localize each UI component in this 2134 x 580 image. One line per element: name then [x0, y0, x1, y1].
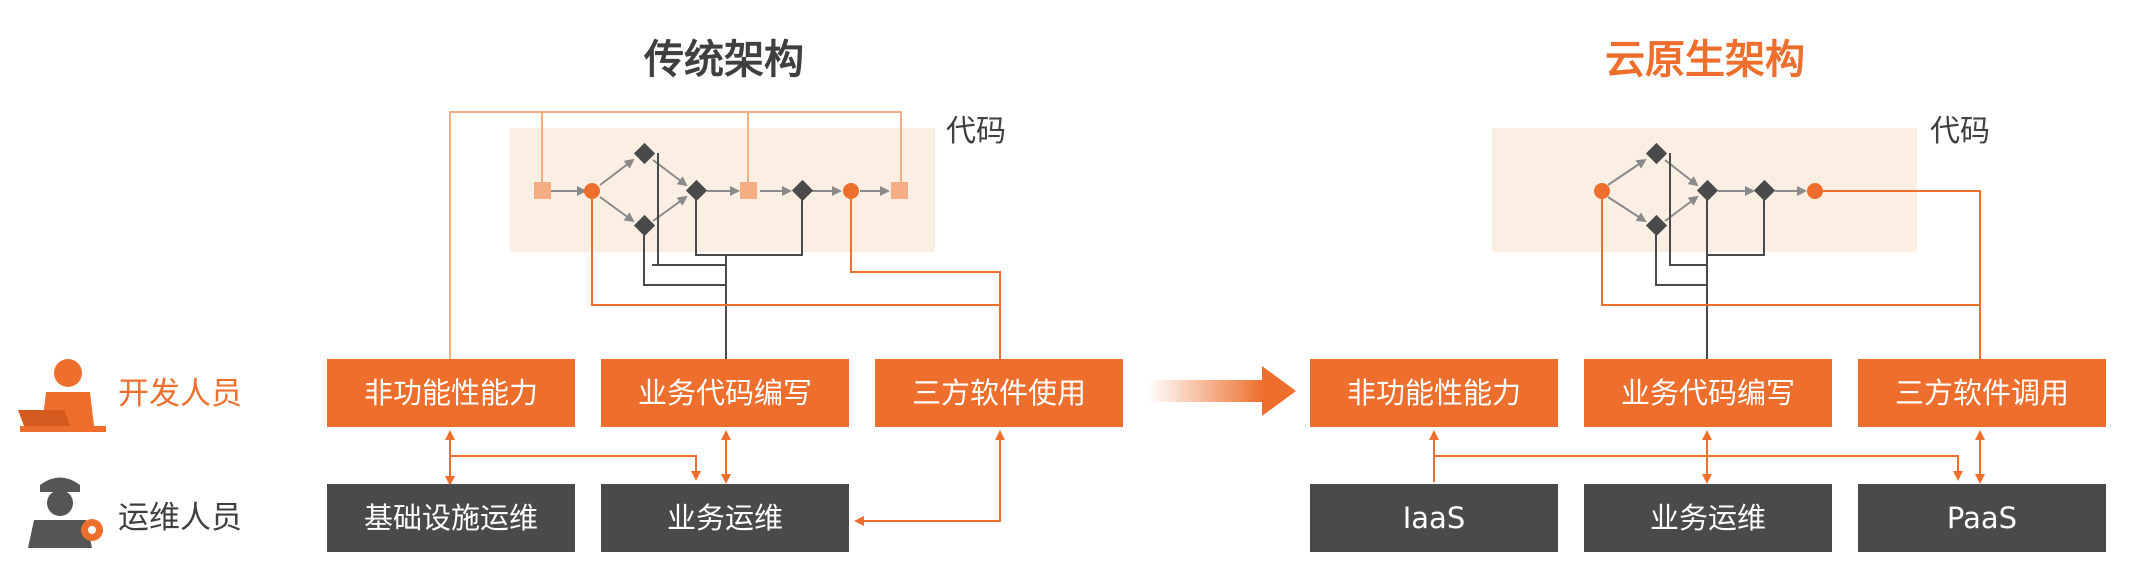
code-node-diamond — [791, 179, 814, 202]
trad-nonfunctional-box: 非功能性能力 — [327, 359, 575, 427]
cloud-business-ops-box: 业务运维 — [1584, 484, 1832, 552]
code-node-diamond — [633, 214, 656, 237]
code-node-circle — [843, 183, 859, 199]
code-node-circle — [1594, 183, 1610, 199]
traditional-code-label: 代码 — [946, 114, 1006, 149]
code-node-diamond — [1753, 179, 1776, 202]
trad-infra-ops-box: 基础设施运维 — [327, 484, 575, 552]
trad-business-ops-box: 业务运维 — [601, 484, 849, 552]
code-node-diamond — [1696, 179, 1719, 202]
developer-person-icon — [18, 359, 106, 432]
developer-role-label: 开发人员 — [118, 376, 242, 412]
cloud-iaas-box: IaaS — [1310, 484, 1558, 552]
cloud-business-code-box: 业务代码编写 — [1584, 359, 1832, 427]
trad-third-party-box: 三方软件使用 — [875, 359, 1123, 427]
operations-role-label: 运维人员 — [118, 500, 242, 536]
code-node-diamond — [633, 142, 656, 165]
code-node-diamond — [1645, 142, 1668, 165]
trad-business-code-box: 业务代码编写 — [601, 359, 849, 427]
code-node-circle — [584, 183, 600, 199]
cloud-paas-box: PaaS — [1858, 484, 2106, 552]
code-node-diamond — [1645, 214, 1668, 237]
transition-arrow-icon — [1148, 366, 1296, 416]
traditional-code-flow — [550, 158, 890, 223]
code-node-square — [740, 182, 757, 199]
traditional-title: 传统架构 — [644, 37, 804, 83]
code-node-diamond — [685, 179, 708, 202]
cloud-native-code-label: 代码 — [1930, 114, 1990, 149]
code-node-circle — [1807, 183, 1823, 199]
operations-person-icon — [28, 477, 103, 548]
code-node-square — [534, 182, 551, 199]
code-node-square — [891, 182, 908, 199]
cloud-third-party-box: 三方软件调用 — [1858, 359, 2106, 427]
cloud-native-title: 云原生架构 — [1605, 37, 1805, 83]
cloud-nonfunctional-box: 非功能性能力 — [1310, 359, 1558, 427]
